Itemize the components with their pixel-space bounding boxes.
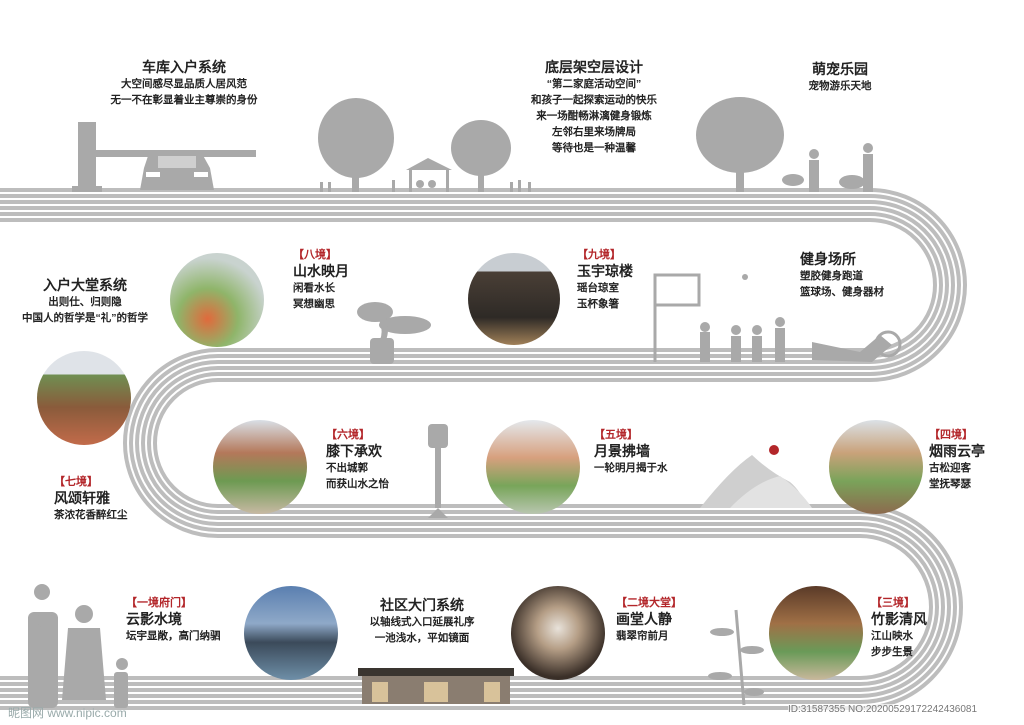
station-line: 出则仕、归则隐 [48,296,122,308]
station-lobby-system: 入户大堂系统 出则仕、归则隐 中国人的哲学是“礼”的哲学 [10,276,160,326]
station-s4: 【四境】 烟雨云亭 古松迎客 堂抚琴瑟 [929,428,985,492]
station-line: 步步生景 [871,646,913,658]
station-title: 山水映月 [293,263,349,279]
station-s9: 【九境】 玉宇琼楼 瑶台琼室 玉杯象箸 [577,248,633,312]
photo-s1 [244,586,338,680]
photo-s8 [170,253,264,347]
dog-walker-silhouette [782,143,873,192]
station-line: 冥想幽思 [293,298,335,310]
station-title: 社区大门系统 [380,597,464,613]
photo-s6 [213,420,307,514]
station-line: 篮球场、健身器材 [800,286,884,298]
gate-building-illustration [358,668,514,704]
pavilion-silhouette [406,158,452,192]
station-line: 大空间感尽显品质人居风范 [121,78,247,90]
station-line: 翡翠帘前月 [616,630,669,642]
lamp-silhouette [428,424,448,518]
athletes-silhouette [700,317,902,362]
station-line: 一轮明月揭于水 [594,462,668,474]
photo-s4 [829,420,923,514]
station-tag: 【一境府门】 [126,597,192,609]
station-line: 玉杯象箸 [577,298,619,310]
station-line: 茶浓花香醉红尘 [54,509,128,521]
photo-s9 [468,253,560,345]
station-garage: 车库入户系统 大空间感尽显品质人居风范 无一不在彰显着业主尊崇的身份 [84,58,284,108]
station-line: 以轴线式入口延展礼序 [369,616,475,628]
station-title: 月景拂墙 [594,443,650,459]
station-tag: 【九境】 [577,249,621,261]
basketball-hoop-silhouette [653,273,748,362]
station-line: 塑胶健身跑道 [800,270,863,282]
photo-s3 [769,586,863,680]
station-line: 江山映水 [871,630,913,642]
station-line: 和孩子一起探索运动的快乐 [531,94,657,106]
bonsai-silhouette [357,302,431,364]
station-line: 坛宇显敞，高门纳驷 [126,630,221,642]
station-title: 膝下承欢 [326,443,382,459]
station-line: 无一不在彰显着业主尊崇的身份 [110,94,258,106]
station-tag: 【六境】 [326,429,370,441]
station-title: 健身场所 [800,251,856,267]
station-line: 宠物游乐天地 [808,80,872,92]
station-line: 来一场酣畅淋漓健身锻炼 [536,110,652,122]
photo-s2 [511,586,605,680]
station-tag: 【三境】 [871,597,915,609]
station-s5: 【五境】 月景拂墙 一轮明月揭于水 [594,428,668,476]
station-title: 车库入户系统 [142,59,226,75]
station-s2: 【二境大堂】 画堂人静 翡翠帘前月 [616,596,682,644]
station-title: 云影水境 [126,611,182,627]
station-title: 烟雨云亭 [929,443,985,459]
station-gate-system: 社区大门系统 以轴线式入口延展礼序 一池浅水，平如镜面 [352,596,492,646]
watermark-left: 昵图网 www.nipic.com [8,706,127,720]
station-line: 古松迎客 [929,462,971,474]
bamboo-silhouette [708,609,764,706]
station-s7: 【七境】 风颂轩雅 茶浓花香醉红尘 [54,475,128,523]
watermark-right: ID:31587355 NO:20200529172242436081 [788,704,978,715]
station-tag: 【八境】 [293,249,337,261]
station-pet: 萌宠乐园 宠物游乐天地 [790,60,890,94]
station-s8: 【八境】 山水映月 闲看水长 冥想幽思 [293,248,349,312]
station-title: 萌宠乐园 [812,61,868,77]
station-tag: 【七境】 [54,476,98,488]
station-line: 瑶台琼室 [577,282,619,294]
station-title: 底层架空层设计 [545,59,643,75]
station-title: 画堂人静 [616,611,672,627]
station-line: 堂抚琴瑟 [929,478,971,490]
ink-mountain-decoration [700,445,812,508]
station-line: 等待也是一种温馨 [552,142,636,154]
station-line: “第二家庭活动空间” [546,78,642,90]
family-silhouette [28,584,128,708]
station-s1: 【一境府门】 云影水境 坛宇显敞，高门纳驷 [126,596,221,644]
tree-silhouette [318,97,784,192]
photo-lobby [37,351,131,445]
station-fitness: 健身场所 塑胶健身跑道 篮球场、健身器材 [800,250,884,300]
station-tag: 【二境大堂】 [616,597,682,609]
photo-s5 [486,420,580,514]
station-tag: 【五境】 [594,429,638,441]
running-track [0,188,967,710]
station-title: 风颂轩雅 [54,490,110,506]
station-s3: 【三境】 竹影清风 江山映水 步步生景 [871,596,927,660]
station-title: 竹影清风 [871,611,927,627]
station-title: 入户大堂系统 [43,277,127,293]
station-line: 左邻右里来场牌局 [552,126,636,138]
car-silhouette [140,150,214,190]
station-ground-floor: 底层架空层设计 “第二家庭活动空间” 和孩子一起探索运动的快乐 来一场酣畅淋漓健… [524,58,664,156]
people-silhouette [320,180,531,192]
station-title: 玉宇琼楼 [577,263,633,279]
station-line: 一池浅水，平如镜面 [374,632,470,644]
station-tag: 【四境】 [929,429,973,441]
station-line: 中国人的哲学是“礼”的哲学 [22,312,148,324]
station-s6: 【六境】 膝下承欢 不出城郭 而获山水之怡 [326,428,389,492]
station-line: 不出城郭 [326,462,368,474]
station-line: 而获山水之怡 [326,478,389,490]
station-line: 闲看水长 [293,282,335,294]
